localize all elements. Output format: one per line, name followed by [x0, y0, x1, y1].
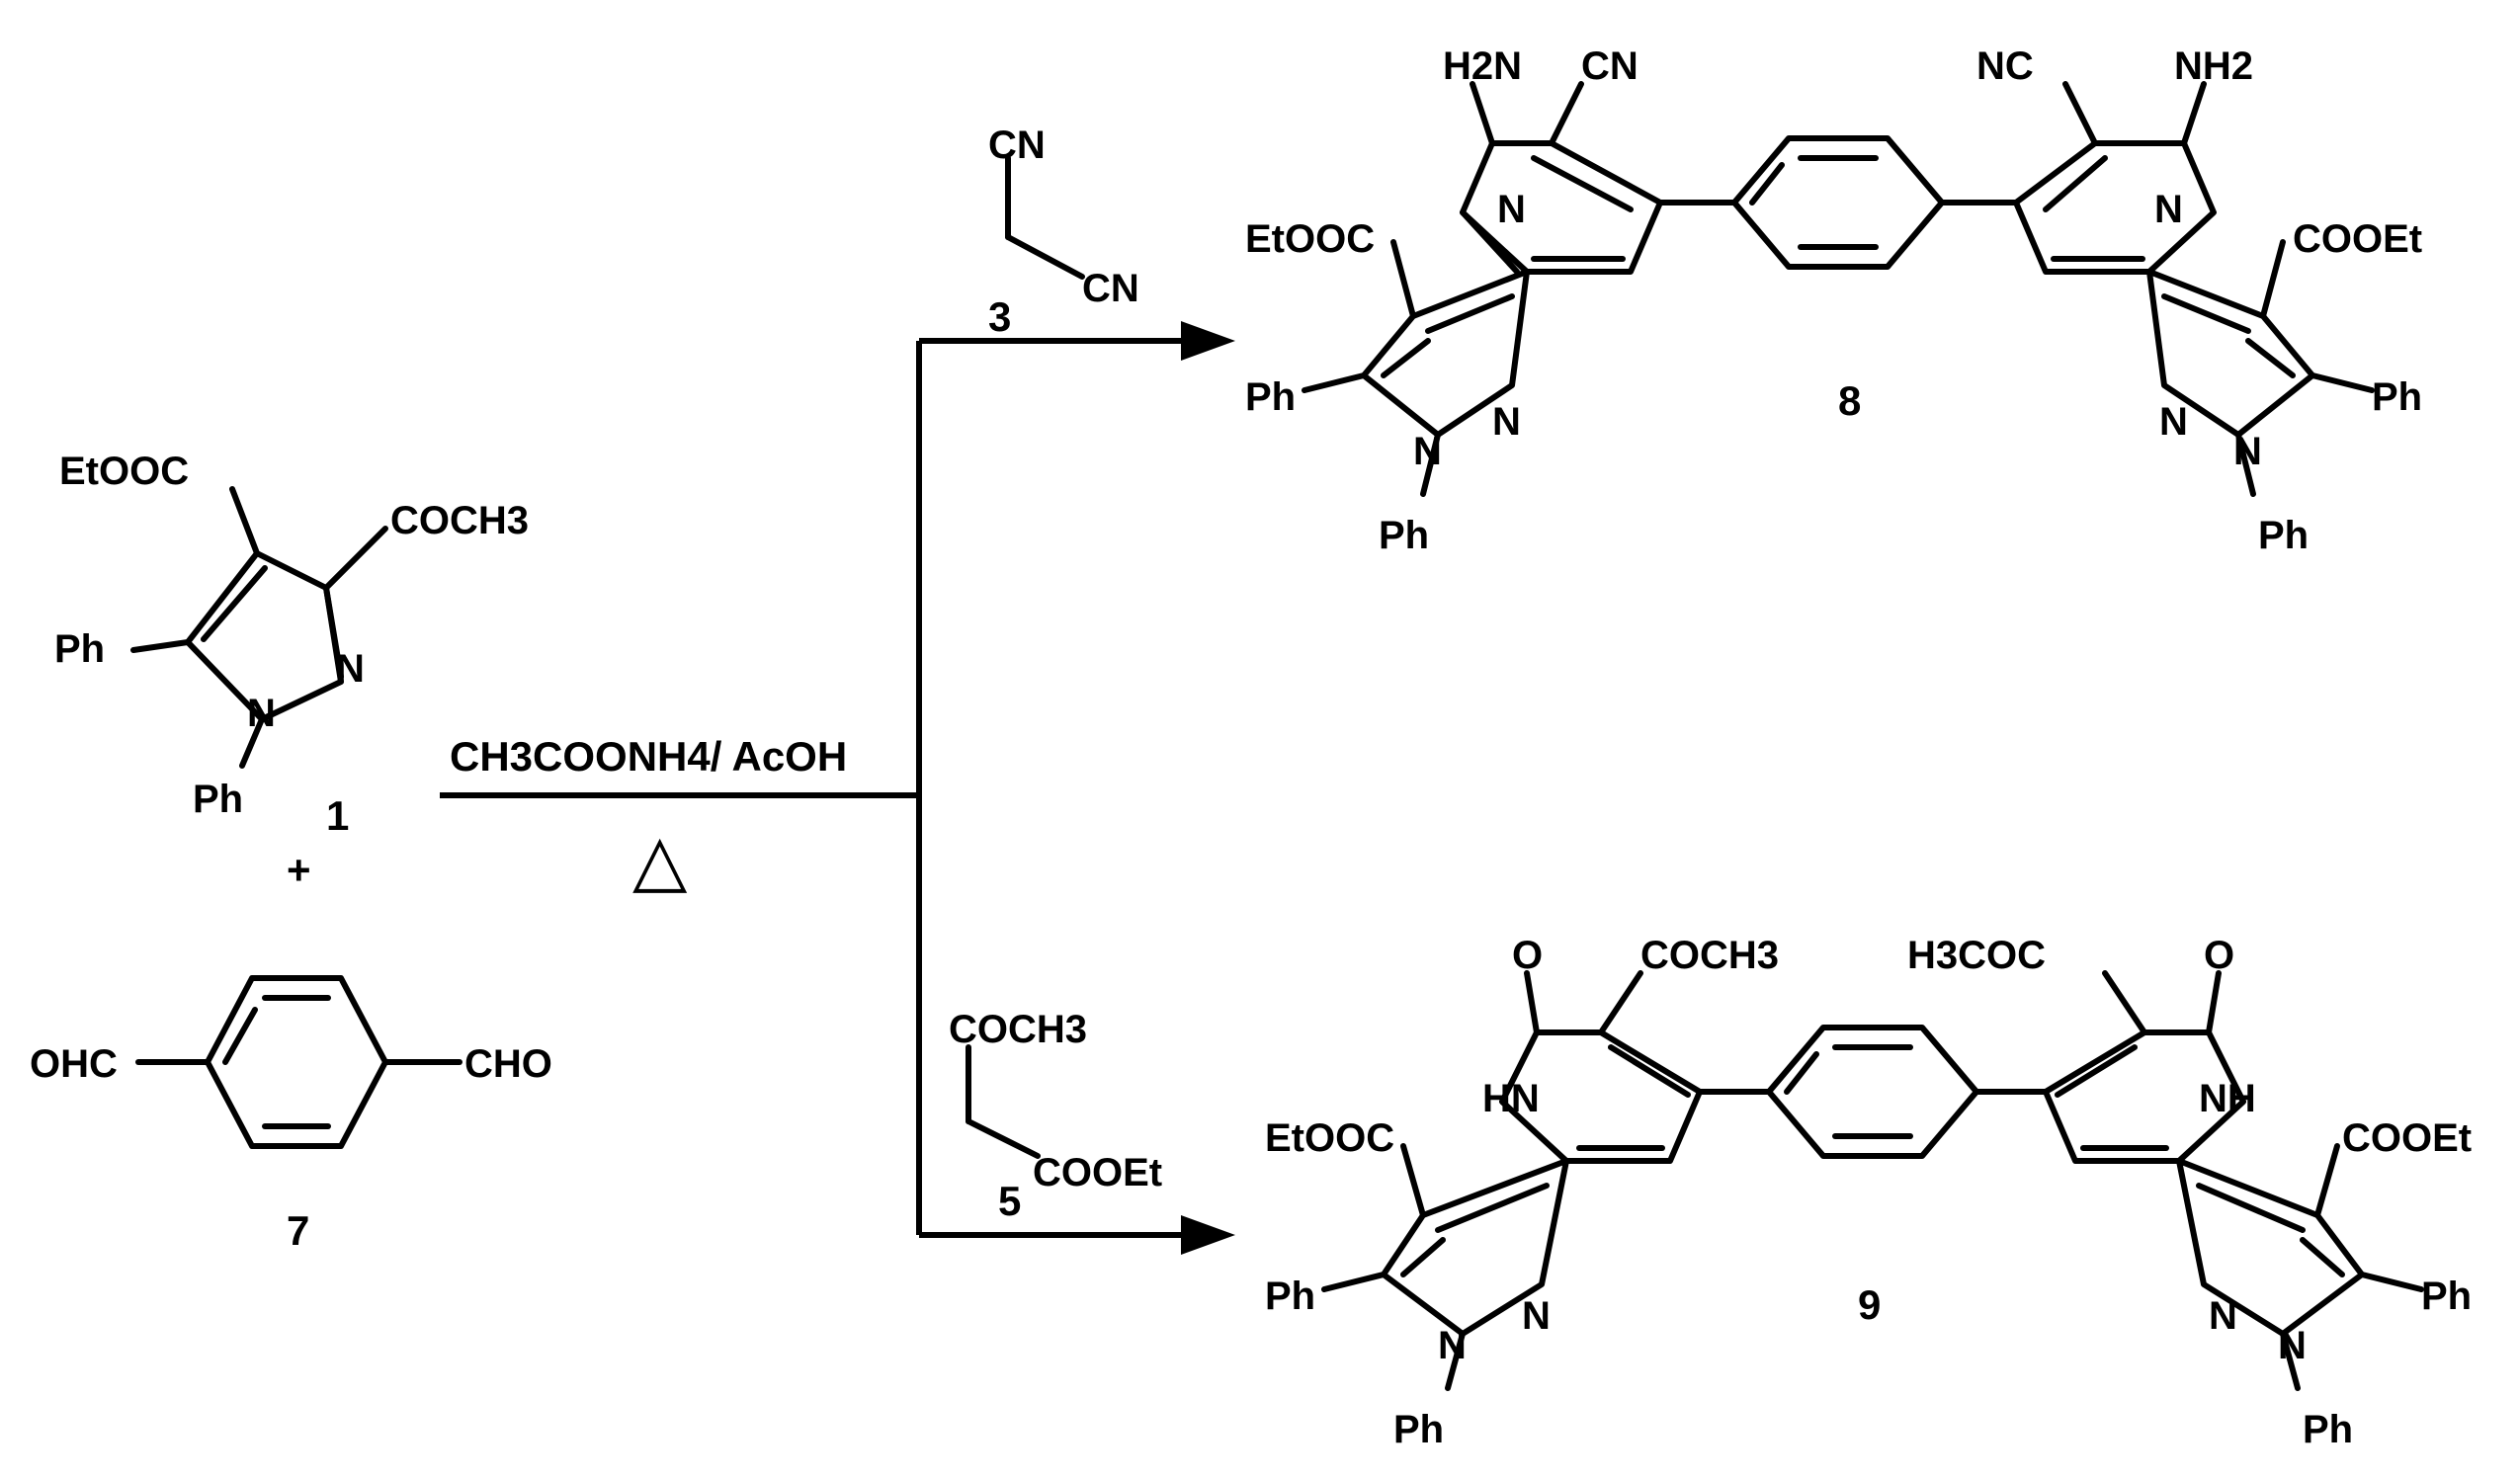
p9-pyrazole-n1-right: N [2278, 1324, 2307, 1367]
arrow-head-bottom [1181, 1215, 1235, 1255]
c7-aldehyde-right-label: CHO [464, 1042, 552, 1086]
compound-1-structure: EtOOC COCH3 Ph N N Ph 1 [54, 450, 529, 839]
p8-ester-right: COOEt [2293, 217, 2422, 261]
p8-n-phenyl-right: Ph [2258, 514, 2309, 557]
p9-pyrazole-n2-right: N [2209, 1294, 2237, 1338]
compound-1-number: 1 [326, 792, 349, 839]
r5-acetyl-label: COCH3 [949, 1008, 1087, 1051]
c1-n2-label: N [336, 647, 365, 691]
compound-7-structure: OHC CHO 7 [30, 975, 552, 1254]
r3-nitrile-bottom: CN [1082, 267, 1139, 310]
p8-pyrazole-n2-right: N [2159, 400, 2188, 444]
p9-n-phenyl-left: Ph [1393, 1408, 1444, 1451]
reagent-3-number: 3 [988, 293, 1011, 340]
heat-symbol: △ [632, 821, 688, 900]
p8-cyano-right: NC [1976, 44, 2034, 88]
c1-acetyl-label: COCH3 [390, 499, 529, 542]
c1-phenyl-label: Ph [54, 627, 105, 671]
r5-ester-label: COOEt [1033, 1151, 1162, 1194]
p9-nh-right: NH [2199, 1077, 2256, 1120]
compound-7-number: 7 [287, 1207, 309, 1254]
r3-nitrile-top: CN [988, 123, 1046, 167]
c1-n1-label: N [247, 692, 276, 735]
p9-phenyl-right: Ph [2421, 1275, 2472, 1318]
p8-cyano-left: CN [1581, 44, 1638, 88]
product-8-structure: H2N CN NC NH2 N N EtOOC COOEt Ph N N Ph … [1245, 44, 2422, 557]
arrow-head-top [1181, 321, 1235, 361]
p9-acetyl-right: H3COC [1907, 934, 2046, 977]
product-9-number: 9 [1858, 1281, 1881, 1328]
reaction-conditions: CH3COONH4/ AcOH △ [440, 321, 1235, 1255]
p9-oxo-left: O [1512, 934, 1543, 977]
plus-sign: + [287, 847, 311, 893]
p8-pyrazole-n1-right: N [2233, 430, 2262, 473]
p9-n-phenyl-right: Ph [2303, 1408, 2353, 1451]
p9-oxo-right: O [2204, 934, 2234, 977]
reagent-5-number: 5 [998, 1178, 1021, 1224]
p9-nh-left: HN [1482, 1077, 1540, 1120]
c7-aldehyde-left-label: OHC [30, 1042, 118, 1086]
p8-pyrazole-n2-left: N [1492, 400, 1521, 444]
p9-pyrazole-n2-left: N [1522, 1294, 1551, 1338]
reagent-3-structure: CN CN 3 [988, 123, 1139, 340]
reagent-5-structure: COCH3 COOEt 5 [949, 1008, 1162, 1224]
p9-phenyl-left: Ph [1265, 1275, 1315, 1318]
p9-ester-right: COOEt [2342, 1116, 2472, 1160]
p8-phenyl-right: Ph [2372, 375, 2422, 419]
conditions-reagents: CH3COONH4/ AcOH [450, 733, 847, 780]
p8-phenyl-left: Ph [1245, 375, 1296, 419]
product-8-number: 8 [1838, 377, 1861, 424]
p8-amino-right: NH2 [2174, 44, 2253, 88]
product-9-structure: O COCH3 H3COC O HN NH EtOOC COOEt Ph N N… [1265, 934, 2472, 1451]
p9-ester-left: EtOOC [1265, 1116, 1394, 1160]
c1-esters-label: EtOOC [59, 450, 189, 493]
p8-pyridine-n-left: N [1497, 188, 1526, 231]
p8-pyrazole-n1-left: N [1413, 430, 1442, 473]
p8-n-phenyl-left: Ph [1379, 514, 1429, 557]
p9-acetyl-left: COCH3 [1640, 934, 1779, 977]
p8-amino-left: H2N [1443, 44, 1522, 88]
c1-n-phenyl-label: Ph [193, 778, 243, 821]
p9-pyrazole-n1-left: N [1438, 1324, 1467, 1367]
p8-ester-left: EtOOC [1245, 217, 1375, 261]
p8-pyridine-n-right: N [2154, 188, 2183, 231]
